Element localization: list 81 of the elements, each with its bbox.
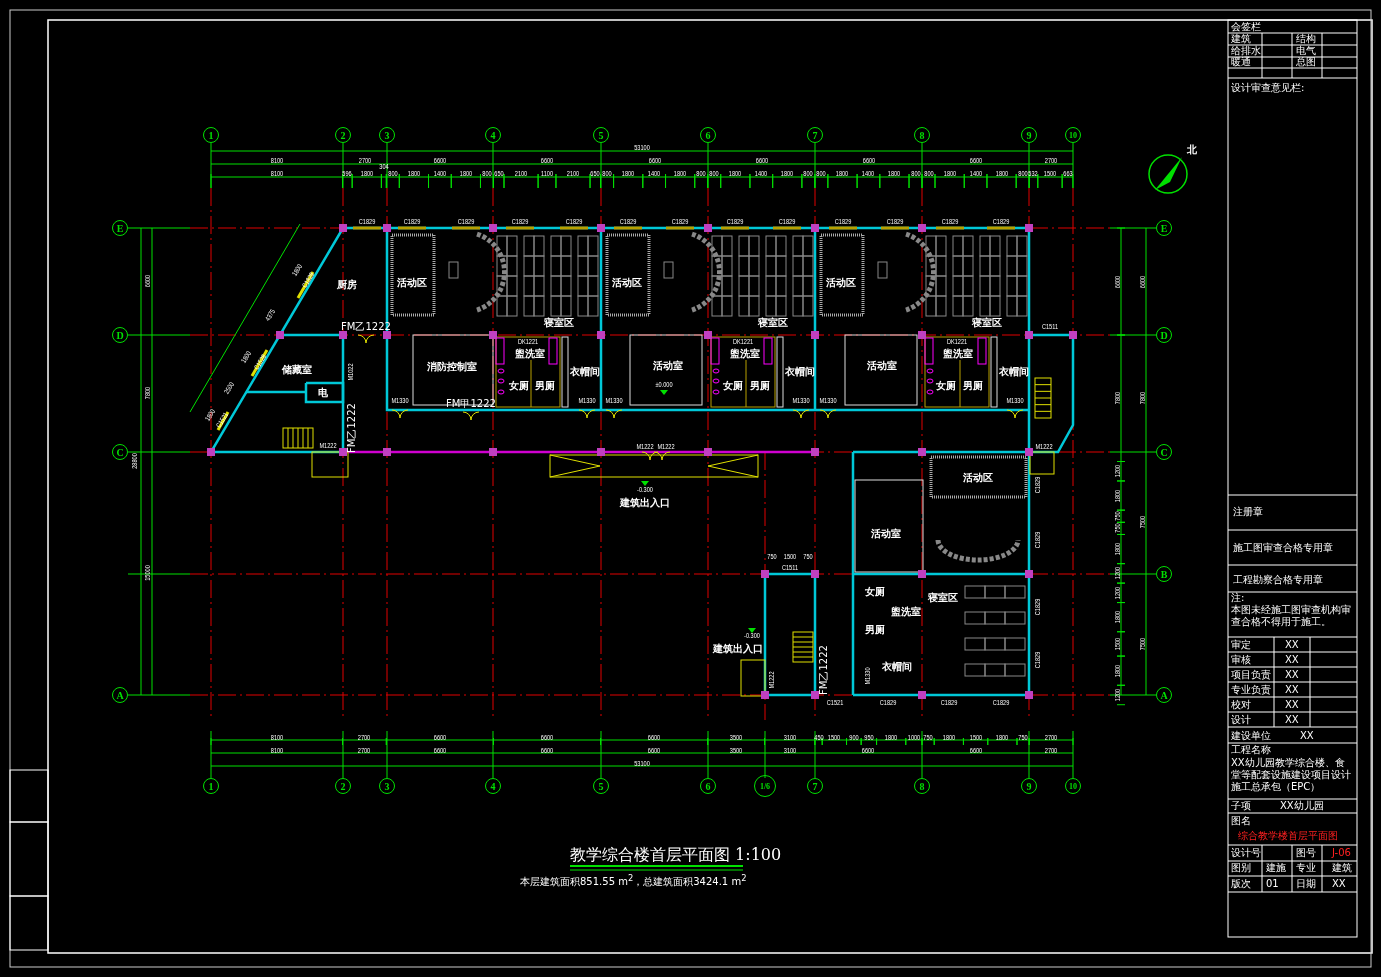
room-label: 活动室 xyxy=(871,529,901,539)
title-block-text: 校对 xyxy=(1231,700,1251,710)
title-block-text: 审核 xyxy=(1231,655,1251,665)
title-block-text: XX xyxy=(1285,655,1299,665)
title-block-text: XX xyxy=(1285,685,1299,695)
door-window-tag: FM乙1222 xyxy=(819,645,829,695)
room-label: 女厕 xyxy=(865,587,885,597)
room-label: 寝室区 xyxy=(758,318,788,328)
room-label: 盥洗室 xyxy=(943,349,973,359)
title-block-text: 工程勘察合格专用章 xyxy=(1233,575,1323,585)
title-block-text: 审定 xyxy=(1231,640,1251,650)
title-block-text: 设计号 xyxy=(1231,848,1261,858)
title-block-text: 专业 xyxy=(1296,863,1316,873)
title-block-text: 建筑 xyxy=(1231,34,1251,44)
title-block-text: 设计审查意见栏: xyxy=(1231,83,1305,93)
title-block-text: 给排水 xyxy=(1231,46,1261,56)
title-block-text: 会签栏 xyxy=(1231,22,1261,32)
drawing-title: 教学综合楼首层平面图 1:100 xyxy=(570,845,782,866)
room-label: 建筑出入口 xyxy=(713,644,763,654)
room-label: 衣帽间 xyxy=(882,662,912,672)
title-block-text: XX xyxy=(1285,670,1299,680)
room-label: 活动区 xyxy=(612,278,642,288)
room-label: 盥洗室 xyxy=(515,349,545,359)
door-window-tag: FM乙1222 xyxy=(347,403,357,453)
room-label: 女厕 xyxy=(723,381,743,391)
title-block-text: 设计 xyxy=(1231,715,1251,725)
room-label: 电 xyxy=(318,388,328,398)
title-block-text: XX幼儿园教学综合楼、食堂等配套设施建设项目设计施工总承包（EPC） xyxy=(1231,757,1352,793)
door-window-tag: FM甲1222 xyxy=(446,399,496,409)
title-block-text: 施工图审查合格专用章 xyxy=(1233,543,1333,553)
title-block-text: 注册章 xyxy=(1233,507,1263,517)
title-block-text: 项目负责 xyxy=(1231,670,1271,680)
title-block-text: 图号 xyxy=(1296,848,1316,858)
title-block-text: XX xyxy=(1332,879,1346,889)
title-block-text: 图名 xyxy=(1231,816,1251,826)
room-label: 消防控制室 xyxy=(427,362,477,372)
room-label: 活动区 xyxy=(826,278,856,288)
title-block-text: XX幼儿园 xyxy=(1280,801,1324,811)
room-label: 活动室 xyxy=(867,361,897,371)
drawing-name-text: 综合教学楼首层平面图 xyxy=(1238,831,1338,841)
title-block-text: 结构 xyxy=(1296,34,1316,44)
room-label: 盥洗室 xyxy=(891,607,921,617)
room-label: 寝室区 xyxy=(544,318,574,328)
title-block-text: 暖通 xyxy=(1231,57,1251,67)
room-label: 男厕 xyxy=(963,381,983,391)
area-note: 本层建筑面积851.55 m$^{2}$，总建筑面积3424.1 m$^{2}$ xyxy=(520,873,747,890)
title-block-text: 图别 xyxy=(1231,863,1251,873)
title-block-text: XX xyxy=(1300,731,1314,741)
title-block-text: 专业负责 xyxy=(1231,685,1271,695)
title-block-text: XX xyxy=(1285,700,1299,710)
room-label: 女厕 xyxy=(509,381,529,391)
room-label: 盥洗室 xyxy=(730,349,760,359)
room-label: 活动区 xyxy=(397,278,427,288)
title-block-text: XX xyxy=(1285,640,1299,650)
room-label: 储藏室 xyxy=(282,365,312,375)
title-block-text: XX xyxy=(1285,715,1299,725)
title-block-text: 总图 xyxy=(1296,57,1316,67)
title-block-text: 电气 xyxy=(1296,46,1316,56)
room-label: 男厕 xyxy=(535,381,555,391)
title-block-text: 01 xyxy=(1266,879,1279,889)
title-block-text: 建设单位 xyxy=(1231,731,1271,741)
title-block-text: 建筑 xyxy=(1332,863,1352,873)
room-label: 女厕 xyxy=(936,381,956,391)
title-block-text: 注: xyxy=(1231,593,1245,603)
room-label: 衣帽间 xyxy=(570,367,600,377)
room-label: 活动区 xyxy=(963,473,993,483)
room-label: 活动室 xyxy=(653,361,683,371)
drawing-number-text: J-06 xyxy=(1332,848,1351,858)
title-block-text: 版次 xyxy=(1231,879,1251,889)
title-block-text: 工程名称 xyxy=(1231,745,1271,755)
room-label: 北 xyxy=(1187,145,1197,155)
title-block-text: 日期 xyxy=(1296,879,1316,889)
title-block-text: 本图未经施工图审查机构审查合格不得用于施工。 xyxy=(1231,604,1352,628)
room-label: 寝室区 xyxy=(928,593,958,603)
room-label: 男厕 xyxy=(750,381,770,391)
room-label: 寝室区 xyxy=(972,318,1002,328)
title-block-text: 子项 xyxy=(1231,801,1251,811)
room-label: 厨房 xyxy=(337,280,357,290)
room-label: 男厕 xyxy=(865,625,885,635)
room-label: 建筑出入口 xyxy=(620,498,670,508)
title-block-text: 建施 xyxy=(1266,863,1286,873)
